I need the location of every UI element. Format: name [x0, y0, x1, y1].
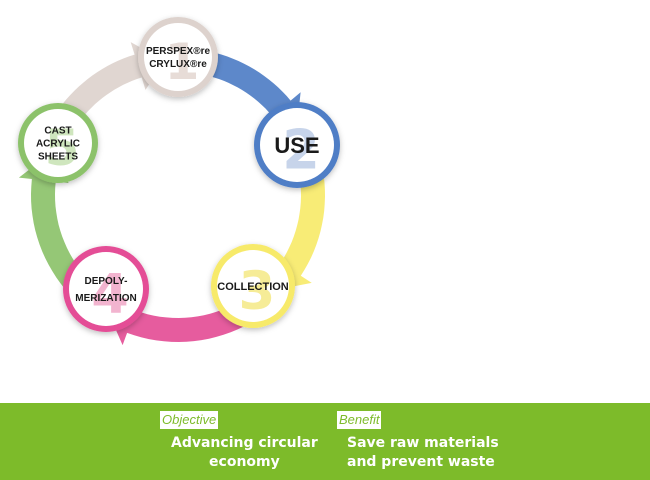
benefit-tag: Benefit [337, 411, 382, 429]
footer-band: Objective Advancing circular economy Ben… [0, 403, 650, 480]
step-3-label-line-1: COLLECTION [217, 281, 289, 293]
objective-line-2: economy [209, 454, 280, 470]
step-4-label-line-1: DEPOLY- [85, 276, 128, 287]
step-1-disc [144, 23, 212, 91]
step-4-disc [69, 252, 143, 326]
benefit-line-1: Save raw materials [347, 435, 499, 451]
objective-text: Advancing circular economy [171, 434, 318, 472]
step-5-disc [24, 109, 92, 177]
step-1-number: 1 [165, 33, 200, 91]
benefit-line-2: and prevent waste [347, 454, 495, 470]
step-3-disc [217, 250, 289, 322]
step-1-label-line-1: PERSPEX®re [146, 46, 211, 57]
step-4-label-line-2: MERIZATION [75, 293, 136, 304]
cycle-arrow-5-to-1 [59, 42, 165, 123]
step-3-number: 3 [239, 261, 276, 322]
step-5-number: 5 [45, 119, 80, 177]
step-5-label-line-3: SHEETS [38, 152, 78, 163]
step-2-number: 2 [282, 119, 320, 182]
cycle-arrow-4-to-5 [18, 154, 84, 290]
step-2-label-line-1: USE [274, 133, 319, 158]
objective-tag: Objective [160, 411, 219, 429]
cycle-arrow-3-to-4 [107, 298, 245, 346]
objective-line-1: Advancing circular [171, 435, 318, 451]
step-4-number: 4 [91, 263, 129, 326]
step-5-label-line-2: ACRYLIC [36, 139, 80, 150]
step-2-disc [260, 108, 334, 182]
step-1-label-line-2: CRYLUX®re [149, 59, 207, 70]
benefit-text: Save raw materials and prevent waste [347, 434, 499, 472]
step-5-label-line-1: CAST [44, 126, 71, 137]
